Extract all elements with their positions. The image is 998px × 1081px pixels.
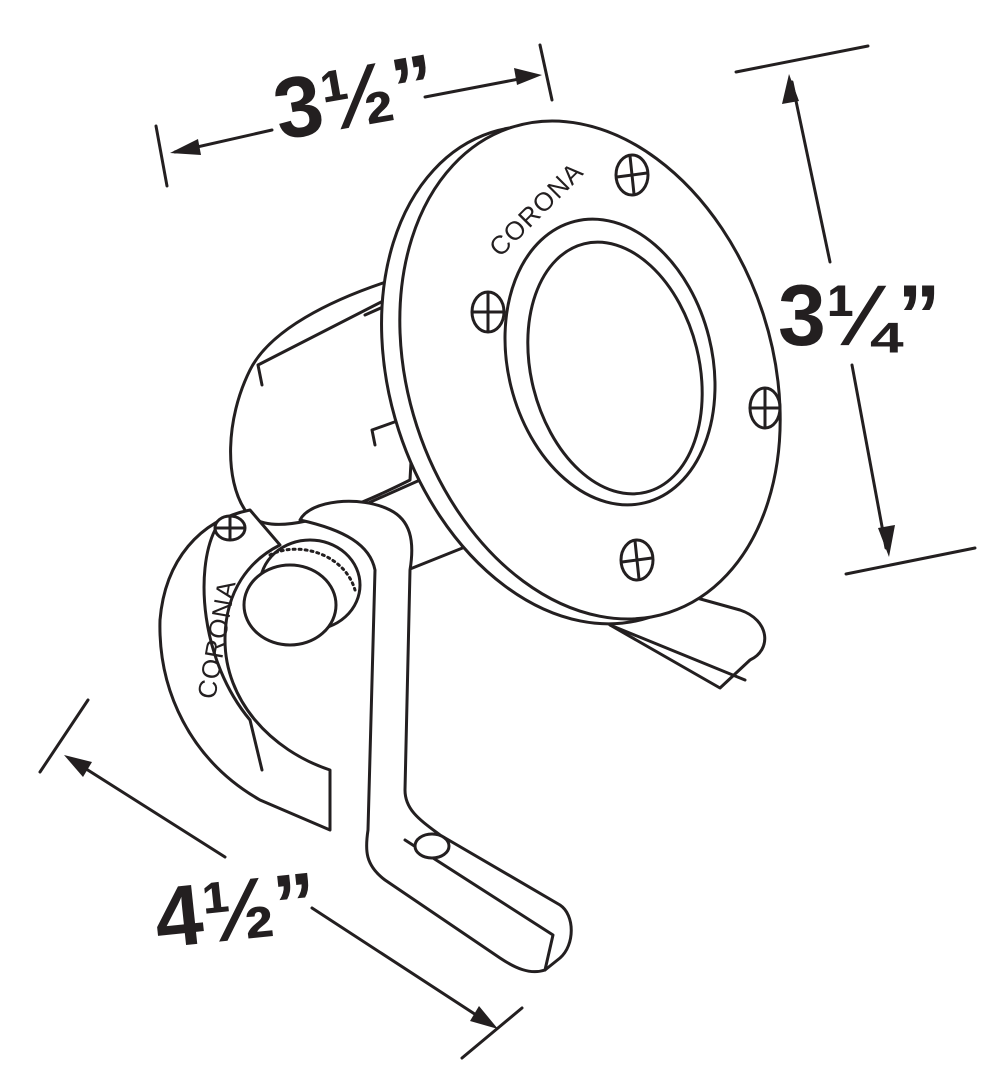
bracket-inner-edge xyxy=(202,528,264,772)
mounting-leg xyxy=(298,499,573,974)
depth-label: 4½” xyxy=(150,854,322,966)
inner-ring xyxy=(503,217,717,507)
bracket-arc xyxy=(158,508,332,832)
arrowhead xyxy=(64,755,92,777)
width-extension-right xyxy=(538,43,554,102)
arrowhead xyxy=(170,139,201,155)
depth-arrow-left xyxy=(70,758,227,859)
housing-fins xyxy=(256,298,402,447)
height-arrow-bottom xyxy=(850,363,888,550)
arrowhead xyxy=(470,1006,498,1029)
arrowhead xyxy=(514,68,542,85)
screw-icon xyxy=(748,386,782,430)
front-ring xyxy=(398,119,782,621)
depth-dimension: 4½” xyxy=(38,698,524,1060)
mounting-hole xyxy=(413,832,451,860)
rear-base-edge xyxy=(608,623,747,682)
screw-icon xyxy=(470,290,506,334)
height-dimension: 3¼” xyxy=(734,44,977,576)
screw-icon xyxy=(619,538,655,582)
leg-edge xyxy=(403,838,555,972)
height-extension-bottom xyxy=(844,546,977,576)
knob-knurl xyxy=(268,547,357,592)
width-extension-left xyxy=(154,124,169,188)
arrowhead xyxy=(878,525,895,557)
bracket-screw-icon xyxy=(213,514,247,542)
arrowhead xyxy=(782,74,799,104)
lens xyxy=(526,240,704,496)
screw-icon xyxy=(614,153,650,197)
depth-extension-right xyxy=(460,1006,524,1060)
height-label: 3¼” xyxy=(778,268,941,364)
depth-arrow-right xyxy=(310,906,492,1026)
width-label: 3½” xyxy=(267,36,444,159)
lens-assembly: CORONA xyxy=(380,119,782,626)
depth-extension-left xyxy=(38,698,90,774)
height-arrow-top xyxy=(790,80,832,264)
height-extension-top xyxy=(734,44,870,74)
adjustment-knob[interactable] xyxy=(242,538,362,647)
